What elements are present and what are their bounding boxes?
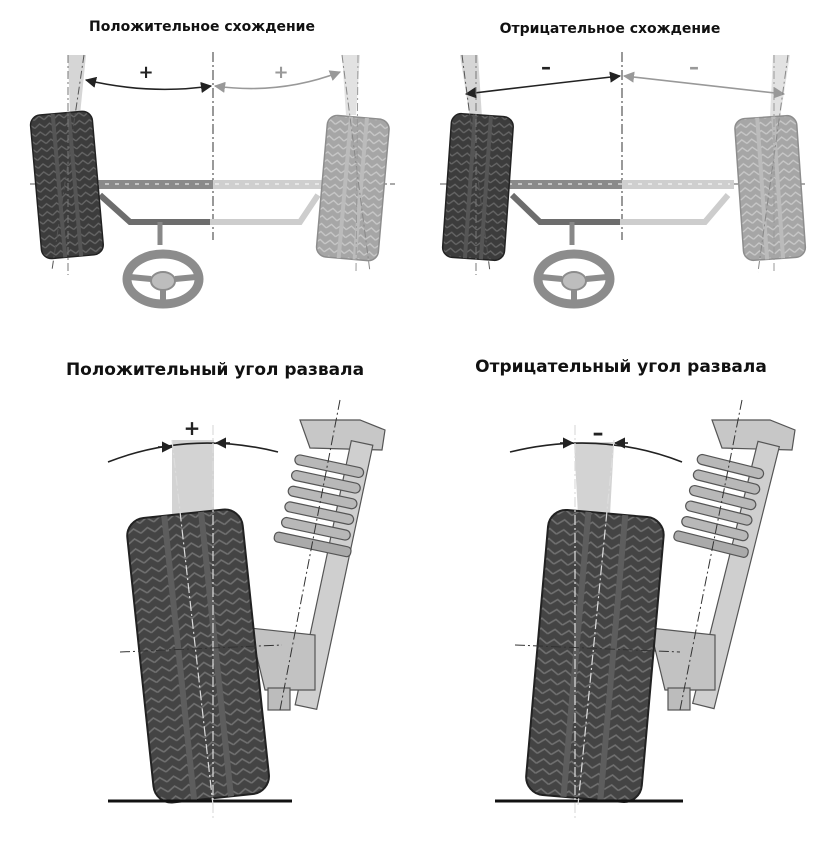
toe-negative-diagram bbox=[440, 52, 807, 309]
toe-positive-diagram bbox=[29, 52, 395, 309]
toe-arc-left bbox=[84, 76, 213, 94]
right-direction-cone bbox=[342, 55, 360, 115]
reference-arc bbox=[509, 442, 683, 463]
camber-negative-sign: – bbox=[593, 421, 604, 446]
camber-negative-title: Отрицательный угол развала bbox=[475, 357, 767, 377]
toe-positive-sign-right: + bbox=[273, 62, 288, 83]
toe-arc-left bbox=[464, 71, 622, 99]
left-direction-cone bbox=[68, 55, 86, 115]
toe-positive-title: Положительное схождение bbox=[89, 19, 315, 35]
axle-beam-left bbox=[505, 180, 622, 189]
toe-negative-title: Отрицательное схождение bbox=[499, 21, 721, 37]
left-direction-cone bbox=[460, 55, 482, 118]
camber-positive-diagram bbox=[107, 399, 386, 820]
reference-arc bbox=[107, 442, 279, 463]
tire-negative-camber bbox=[525, 508, 665, 804]
axle-beam-left bbox=[92, 180, 213, 189]
tie-rod-left bbox=[509, 192, 620, 225]
camber-cone bbox=[172, 440, 214, 515]
camber-positive-title: Положительный угол развала bbox=[65, 360, 365, 380]
steering-wheel-icon bbox=[533, 249, 615, 309]
left-wheel bbox=[29, 110, 104, 260]
wheel-axis-line bbox=[171, 439, 214, 806]
wheel-axis-line bbox=[577, 439, 615, 806]
toe-positive-sign-left: + bbox=[138, 62, 153, 83]
left-wheel bbox=[441, 112, 514, 262]
tie-rod-right bbox=[620, 193, 731, 225]
toe-arc-right bbox=[213, 70, 342, 93]
right-direction-cone bbox=[770, 55, 790, 118]
toe-negative-sign-left: – bbox=[541, 55, 551, 79]
tie-rod-right bbox=[210, 193, 321, 225]
right-wheel bbox=[734, 114, 807, 262]
toe-arc-right bbox=[622, 71, 786, 99]
camber-cone bbox=[574, 442, 614, 515]
tire-positive-camber bbox=[126, 508, 270, 804]
toe-negative-sign-right: – bbox=[689, 55, 699, 79]
strut-assembly bbox=[249, 419, 386, 711]
steering-wheel-icon bbox=[122, 249, 204, 309]
strut-assembly bbox=[649, 419, 796, 711]
right-wheel bbox=[315, 114, 390, 262]
tie-rod-left bbox=[97, 192, 210, 225]
camber-positive-sign: + bbox=[184, 416, 201, 440]
camber-negative-diagram bbox=[495, 399, 796, 820]
